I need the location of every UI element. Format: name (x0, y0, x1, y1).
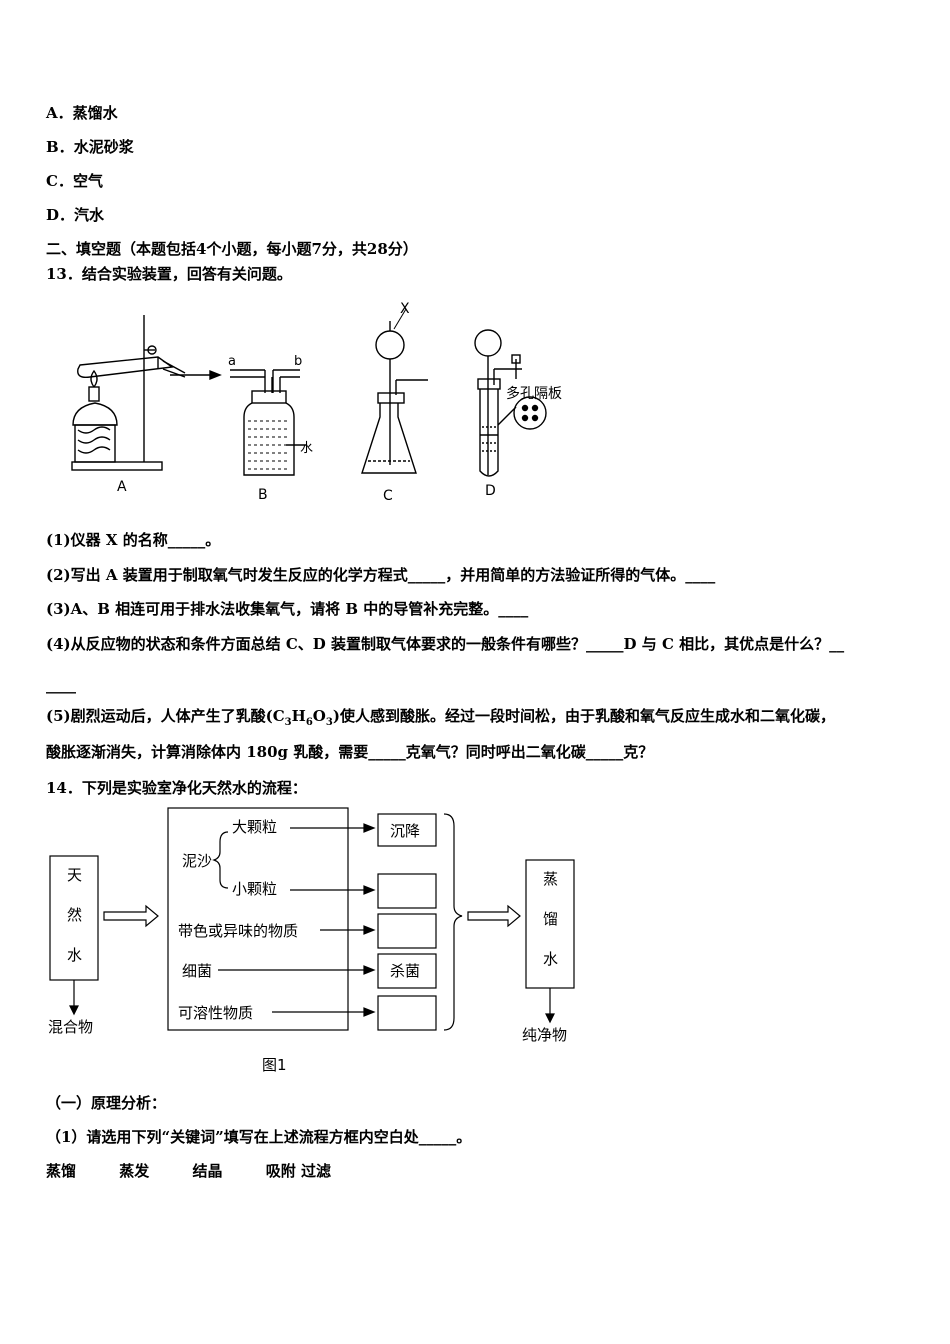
q13-part5: (5)剧烈运动后，人体产生了乳酸(C3H6O3)使人感到酸胀。经过一段时间松，由… (46, 707, 835, 728)
distilled-char-1: 蒸 (543, 870, 558, 888)
natural-water-char-3: 水 (67, 946, 82, 964)
choice-d: D．汽水 (46, 206, 105, 224)
label-small: 小颗粒 (232, 880, 277, 898)
q13-part5-continued: 酸胀逐渐消失，计算消除体内 180g 乳酸，需要_____克氧气？同时呼出二氧化… (46, 743, 654, 761)
label-water: 水 (300, 441, 313, 456)
label-colored: 带色或异味的物质 (178, 922, 298, 940)
label-soluble: 可溶性物质 (178, 1004, 253, 1022)
section-heading: 二、填空题（本题包括4个小题，每小题7分，共28分） (46, 240, 418, 258)
box-blank-2 (377, 913, 437, 949)
choice-a: A．蒸馏水 (46, 104, 118, 122)
label-pure: 纯净物 (522, 1026, 567, 1044)
q13-part3: (3)A、B 相连可用于排水法收集氧气，请将 B 中的导管补充完整。____ (46, 600, 529, 618)
keywords-row: 蒸馏 蒸发 结晶 吸附 过滤 (46, 1161, 331, 1181)
q13-part2: (2)写出 A 装置用于制取氧气时发生反应的化学方程式_____，并用简单的方法… (46, 566, 716, 584)
keyword: 结晶 (192, 1162, 223, 1180)
stand-base (71, 461, 163, 471)
label-mixture: 混合物 (48, 1018, 93, 1036)
label-sterilize: 杀菌 (390, 962, 420, 980)
label-d: D (485, 483, 496, 499)
q13-part4: (4)从反应物的状态和条件方面总结 C、D 装置制取气体要求的一般条件有哪些？_… (46, 635, 845, 653)
figure-caption: 图1 (262, 1056, 287, 1074)
q13-part1: (1)仪器 X 的名称_____。 (46, 531, 221, 549)
q13-stem: 13．结合实验装置，回答有关问题。 (46, 265, 292, 283)
label-funnel-x: X (400, 301, 410, 317)
box-sterilize (377, 953, 437, 989)
impurity-box (167, 807, 349, 1031)
keyword: 吸附 过滤 (265, 1162, 331, 1180)
label-mud: 泥沙 (182, 852, 212, 870)
label-tube-b: b (294, 354, 302, 369)
label-b: B (258, 487, 268, 503)
box-settle (377, 813, 437, 847)
label-porous: 多孔隔板 (506, 385, 562, 402)
label-settle: 沉降 (390, 822, 420, 840)
q14-stem: 14．下列是实验室净化天然水的流程： (46, 779, 307, 797)
q13-part4-continued: ____ (46, 676, 76, 694)
label-c: C (383, 488, 393, 504)
choice-b: B．水泥砂浆 (46, 138, 134, 156)
apparatus-figure: A B C D a b 水 X 多孔隔板 (71, 301, 562, 504)
label-a: A (117, 479, 127, 495)
distilled-char-3: 水 (543, 950, 558, 968)
purification-flowchart: 天 然 水 混合物 泥沙 大颗粒 小颗粒 带色或异味的物质 细菌 可溶性物质 沉… (48, 807, 575, 1074)
q14-sub-question-1: （1）请选用下列“关键词”填写在上述流程方框内空白处_____。 (46, 1128, 472, 1146)
natural-water-char-1: 天 (67, 866, 82, 884)
box-blank-3 (377, 995, 437, 1031)
natural-water-char-2: 然 (67, 906, 82, 924)
label-tube-a: a (228, 354, 236, 369)
keyword: 蒸馏 (46, 1162, 77, 1180)
box-blank-1 (377, 873, 437, 909)
distilled-char-2: 馏 (543, 910, 558, 928)
label-bacteria: 细菌 (182, 962, 212, 980)
label-large: 大颗粒 (232, 818, 277, 836)
choice-c: C．空气 (46, 172, 103, 190)
q14-sub-heading: （一）原理分析： (46, 1094, 167, 1112)
keyword: 蒸发 (119, 1162, 150, 1180)
